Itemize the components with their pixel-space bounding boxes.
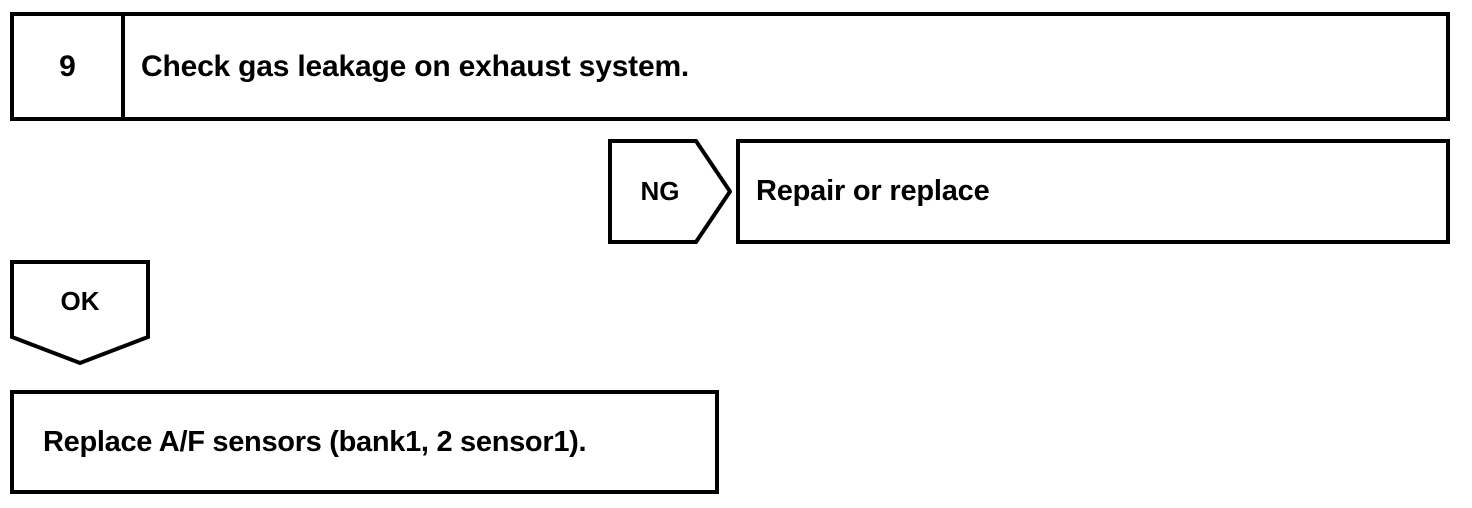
repair-or-replace-box: Repair or replace	[736, 139, 1450, 244]
step-number-cell: 9	[14, 16, 125, 117]
step-number: 9	[59, 49, 76, 83]
ng-branch-arrow	[608, 139, 732, 244]
ok-branch-arrow	[10, 260, 150, 366]
result-text: Replace A/F sensors (bank1, 2 sensor1).	[43, 425, 587, 458]
step-instruction-text: Check gas leakage on exhaust system.	[141, 49, 690, 83]
result-box: Replace A/F sensors (bank1, 2 sensor1).	[10, 390, 719, 494]
repair-or-replace-text: Repair or replace	[756, 175, 990, 207]
step-row: 9 Check gas leakage on exhaust system.	[10, 12, 1450, 121]
step-instruction-cell: Check gas leakage on exhaust system.	[125, 16, 1446, 117]
